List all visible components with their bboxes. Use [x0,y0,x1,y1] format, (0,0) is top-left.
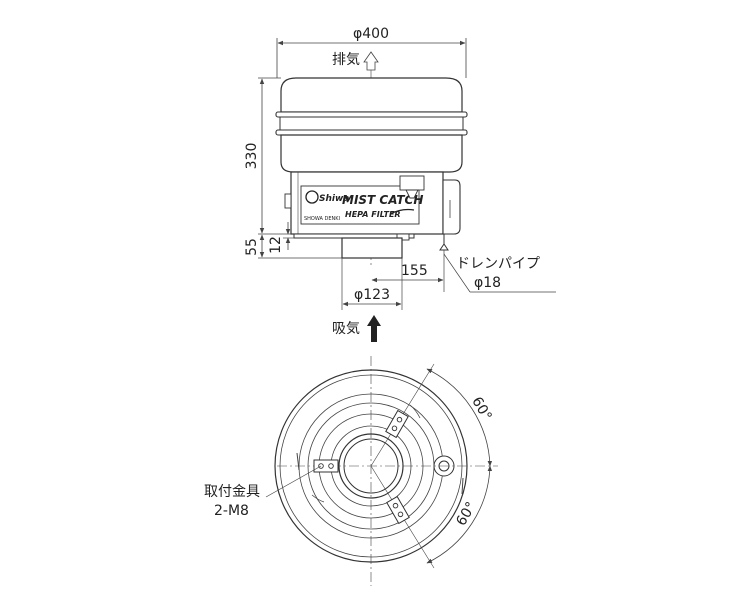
nameplate-logo: Shiwa [319,194,349,204]
inlet-pipe [341,237,403,259]
housing-top-cap [280,77,463,113]
drain-funnel-icon [405,189,419,199]
front-view: φ400 排気 Shiwa MIST CATCH HEPA FILTER [244,26,556,342]
nameplate-product: MIST CATCH [342,193,423,207]
housing-rib-upper [275,111,468,118]
housing-lower-body [280,134,463,173]
drain-valve-block [399,175,425,191]
logo-mark-icon [305,190,319,204]
nameplate-swoosh-icon [389,208,415,215]
flange-height-label: 12 [268,236,284,254]
exhaust-arrow-icon [363,51,379,71]
drain-diameter-label: φ18 [474,275,501,291]
angle-arc-lower [426,465,493,564]
bracket-callout: 取付金具 2-M8 [204,465,322,519]
height-dimensions: 330 55 12 [244,77,342,259]
offset-dimension: 155 [371,263,444,283]
inlet-diameter-dimension: φ123 [341,258,403,310]
left-bracket [284,193,292,209]
intake-label: 吸気 [332,321,360,337]
nameplate: Shiwa MIST CATCH HEPA FILTER SHOWA DENKI [300,185,423,225]
drain-pipe-callout: ドレンパイプ φ18 [443,253,556,293]
top-diameter-label: φ400 [353,26,389,42]
drain-pipe [439,234,449,251]
nameplate-maker: SHOWA DENKI [304,216,340,222]
mounting-bracket-upper [385,409,409,439]
base-foot-right [396,233,410,241]
mounting-bracket-lower [386,495,410,525]
drain-pipe-label: ドレンパイプ [456,256,540,272]
bracket-label: 取付金具 [204,484,260,500]
base-flange [293,233,415,239]
lower-height-label: 55 [244,238,260,256]
housing-rib-lower [275,129,468,136]
body-height-label: 330 [244,143,260,170]
top-view: 60° 60° 取付金具 2-M8 [204,356,498,586]
intake-indicator: 吸気 [332,315,381,342]
exhaust-label: 排気 [332,52,360,68]
inlet-diameter-label: φ123 [354,287,390,303]
exhaust-indicator: 排気 [332,51,379,71]
mounting-bracket-left [313,459,339,473]
offset-label: 155 [401,263,428,279]
side-junction-box [442,179,461,235]
intake-arrow-icon [367,315,381,342]
angle-arc-upper [426,368,493,467]
bracket-spec: 2-M8 [214,503,249,519]
angle-label-upper: 60° [468,394,494,424]
top-diameter-dimension: φ400 [276,26,467,78]
nameplate-subtitle: HEPA FILTER [345,210,401,219]
housing-band [279,116,464,131]
